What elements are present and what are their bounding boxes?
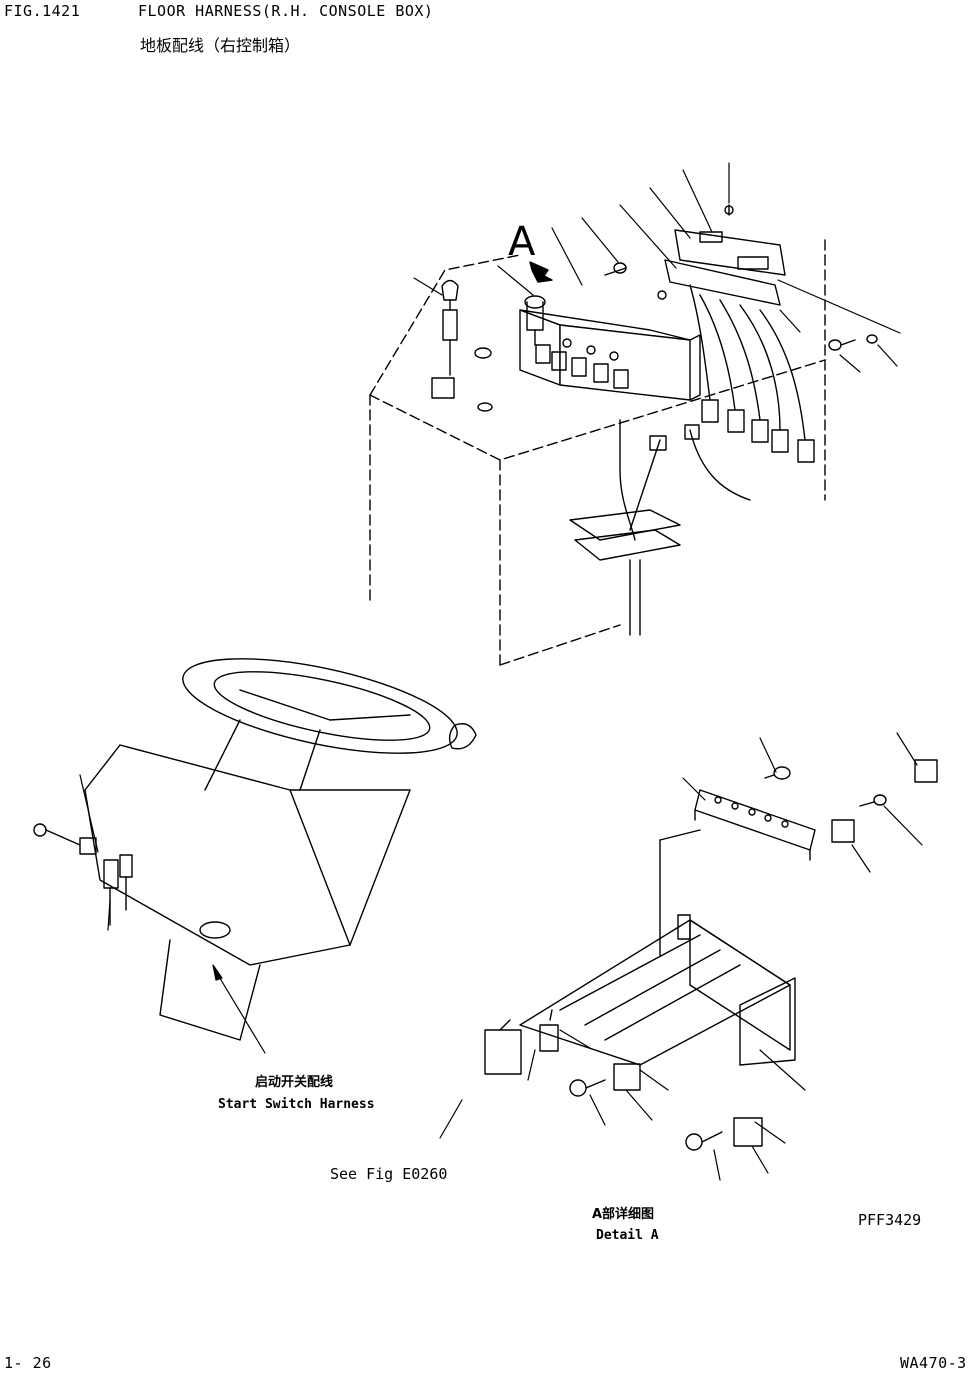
see-fig-reference: See Fig E0260 (330, 1165, 448, 1183)
drawing-code: PFF3429 (858, 1211, 922, 1229)
detail-a-relays (485, 1010, 762, 1150)
view-a-arrow (530, 262, 552, 282)
page-number: 1- 26 (4, 1354, 52, 1372)
bolt-upper-right (605, 263, 877, 350)
start-switch-label-en: Start Switch Harness (218, 1097, 375, 1112)
detail-a-harness-tray (520, 830, 795, 1065)
console-base-connector (570, 510, 680, 635)
console-box-outline (370, 240, 825, 665)
figure-title: FLOOR HARNESS(R.H. CONSOLE BOX) (138, 2, 434, 20)
view-marker-a: A (508, 219, 536, 265)
connector-module (665, 205, 785, 305)
figure-title-chinese: 地板配线（右控制箱） (140, 36, 301, 55)
leader-lines-upper (414, 163, 900, 372)
leader-lines-detail (440, 733, 922, 1180)
detail-a-bracket-top (695, 760, 937, 860)
switch-knob (525, 296, 545, 345)
model-code: WA470-3 (900, 1354, 967, 1372)
leader-lines-left (80, 775, 265, 1053)
figure-number: FIG.1421 (4, 2, 81, 20)
steering-column (85, 720, 410, 1040)
rocker-switch (432, 281, 492, 412)
steering-wheel (175, 640, 476, 773)
column-switch (34, 824, 132, 925)
relay-block (520, 310, 700, 400)
start-switch-label-cn: 启动开关配线 (255, 1075, 334, 1090)
harness-wires (620, 285, 814, 540)
detail-a-label-cn: A部详细图 (592, 1207, 655, 1222)
detail-a-label-en: Detail A (596, 1228, 659, 1243)
